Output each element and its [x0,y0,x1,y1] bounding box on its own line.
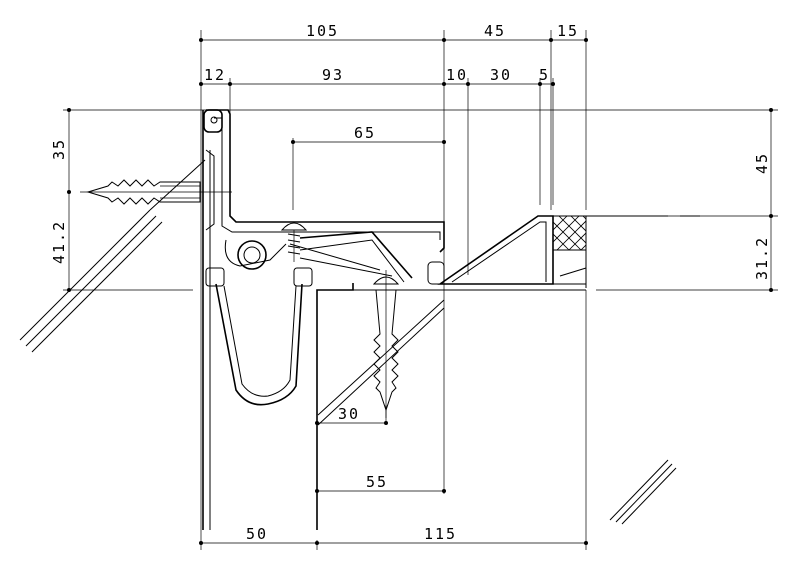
dim-10: 10 [446,66,468,84]
dimension-lines [67,38,773,545]
dim-30-top: 30 [490,66,512,84]
dim-12: 12 [204,66,226,84]
wall-structure [202,110,700,530]
break-lines [19,159,677,525]
top-screw-icon [280,222,308,262]
dim-35: 35 [50,138,68,160]
dim-55: 55 [366,473,388,491]
left-dowel-icon [80,179,232,205]
dim-5: 5 [539,66,550,84]
extension-lines [63,30,778,550]
dim-15: 15 [557,22,579,40]
dimension-labels: 105 45 15 12 93 10 30 5 65 35 41.2 45 31… [50,22,771,543]
dim-50: 50 [246,525,268,543]
dim-45-right: 45 [753,152,771,174]
dim-41-2: 41.2 [50,220,68,264]
aluminium-profile [203,109,587,406]
dim-45-top: 45 [484,22,506,40]
dim-31-2: 31.2 [753,236,771,280]
dim-30-inner: 30 [338,405,360,423]
insulation-hatch [553,216,586,250]
dim-105: 105 [306,22,339,40]
dim-93: 93 [322,66,344,84]
dim-115: 115 [424,525,457,543]
bottom-dowel-icon [372,270,400,418]
dim-65: 65 [354,124,376,142]
